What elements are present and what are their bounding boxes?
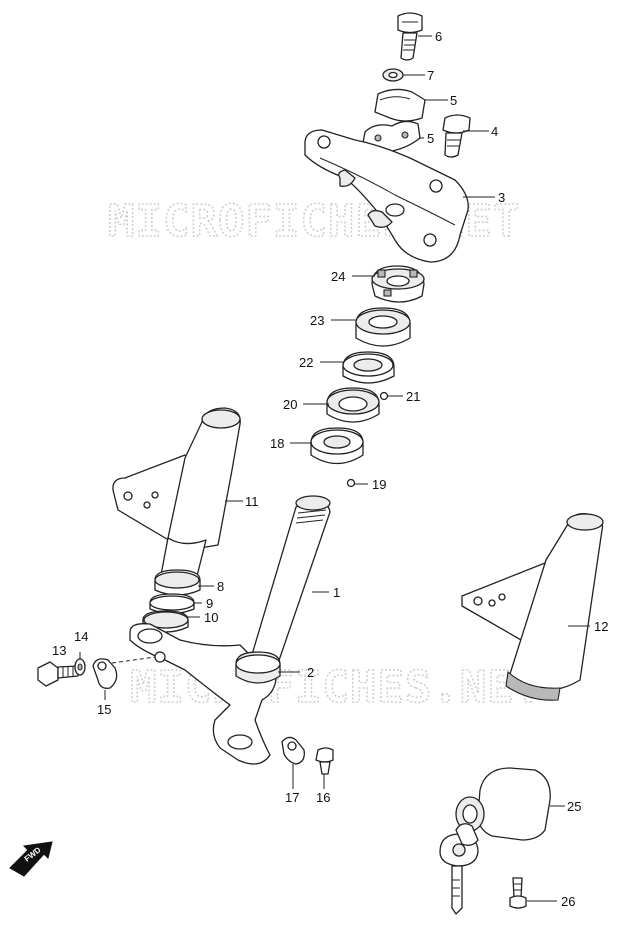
callout-1: 1 bbox=[333, 585, 340, 600]
callout-3: 3 bbox=[498, 190, 505, 205]
part-18-race bbox=[310, 427, 364, 465]
callout-21: 21 bbox=[406, 389, 420, 404]
part-3-upper-bracket bbox=[304, 129, 469, 263]
part-22-race bbox=[342, 351, 395, 384]
part-5-upper-holder bbox=[374, 88, 426, 122]
part-13-bolt bbox=[37, 661, 79, 687]
part-8-ring bbox=[154, 569, 201, 596]
callout-15: 15 bbox=[97, 702, 111, 717]
part-5-lower-holder bbox=[361, 120, 421, 153]
callout-16: 16 bbox=[316, 790, 330, 805]
callout-5-upper: 5 bbox=[450, 93, 457, 108]
part-26-screw bbox=[509, 877, 527, 909]
forward-direction-arrow: FWD bbox=[9, 841, 53, 877]
callout-20: 20 bbox=[283, 397, 297, 412]
callout-4: 4 bbox=[491, 124, 498, 139]
part-4-bolt bbox=[442, 114, 471, 158]
part-21-ball bbox=[379, 391, 389, 401]
part-17-clamp bbox=[281, 736, 305, 765]
assembly-guide-line bbox=[111, 656, 156, 664]
part-2-lower-bracket bbox=[129, 623, 281, 765]
callout-23: 23 bbox=[310, 313, 324, 328]
part-12-right-fork-holder bbox=[461, 513, 604, 701]
leader-lines bbox=[79, 35, 590, 902]
part-7-washer bbox=[382, 68, 404, 82]
part-11-left-fork-holder bbox=[112, 407, 241, 585]
part-19-ball bbox=[346, 478, 356, 488]
callout-labels: 6 7 5 5 4 3 24 23 22 20 21 18 19 11 1 8 … bbox=[52, 29, 608, 909]
callout-2: 2 bbox=[307, 665, 314, 680]
part-20-bearing bbox=[326, 387, 380, 423]
part-14-washer bbox=[74, 658, 86, 676]
part-16-screw bbox=[315, 747, 334, 775]
part-24-nut bbox=[371, 265, 425, 303]
callout-19: 19 bbox=[372, 477, 386, 492]
part-23-dust-seal bbox=[355, 307, 411, 347]
part-25-steering-lock bbox=[439, 767, 551, 915]
callout-9: 9 bbox=[206, 596, 213, 611]
part-15-clamp bbox=[92, 658, 118, 689]
part-1-steering-stem bbox=[247, 495, 331, 673]
callout-14: 14 bbox=[74, 629, 88, 644]
callout-26: 26 bbox=[561, 894, 575, 909]
callout-5-lower: 5 bbox=[427, 131, 434, 146]
callout-12: 12 bbox=[594, 619, 608, 634]
callout-18: 18 bbox=[270, 436, 284, 451]
callout-6: 6 bbox=[435, 29, 442, 44]
callout-24: 24 bbox=[331, 269, 345, 284]
callout-22: 22 bbox=[299, 355, 313, 370]
callout-8: 8 bbox=[217, 579, 224, 594]
callout-17: 17 bbox=[285, 790, 299, 805]
callout-25: 25 bbox=[567, 799, 581, 814]
callout-10: 10 bbox=[204, 610, 218, 625]
callout-13: 13 bbox=[52, 643, 66, 658]
callout-7: 7 bbox=[427, 68, 434, 83]
callout-11: 11 bbox=[245, 494, 259, 509]
part-6-bolt bbox=[397, 12, 423, 61]
